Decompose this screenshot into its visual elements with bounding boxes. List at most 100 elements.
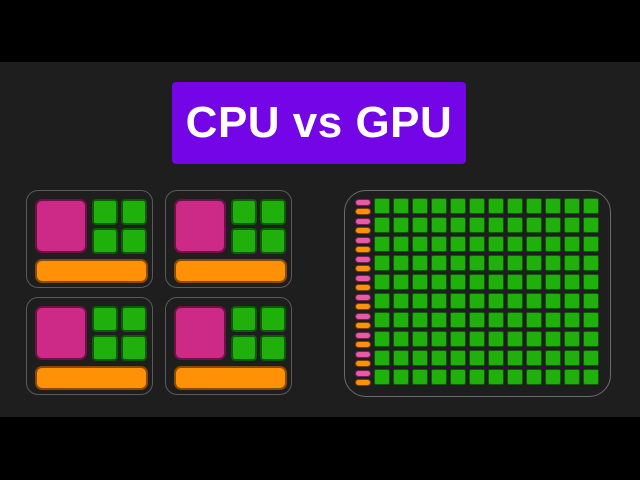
gpu-alu [469,331,485,347]
cpu-control-unit [35,306,87,360]
gpu-alu [488,312,504,328]
gpu-control-unit [355,313,371,320]
gpu-alu [393,274,409,290]
cpu-core [26,190,153,288]
gpu-alu [374,312,390,328]
gpu-alu [412,198,428,214]
gpu-alu [564,198,580,214]
cpu-control-unit [35,199,87,253]
gpu-alu [450,293,466,309]
cpu-alu [92,199,118,225]
gpu-control-unit [355,294,371,301]
gpu-alu [431,312,447,328]
cpu-alu [92,306,118,332]
gpu-alu [564,217,580,233]
gpu-alu [545,350,561,366]
gpu-alu [374,350,390,366]
gpu-cache [355,303,371,310]
gpu-alu [564,331,580,347]
gpu-alu [583,236,599,252]
cpu-cache [35,366,148,390]
gpu-control-unit [355,199,371,206]
gpu-alu [583,331,599,347]
gpu-alu [450,217,466,233]
gpu-alu [488,217,504,233]
gpu-cache [355,322,371,329]
cpu-alu [231,199,257,225]
gpu-alu [431,293,447,309]
gpu-alu [374,236,390,252]
gpu-alu [393,236,409,252]
cpu-control-unit [174,306,226,360]
gpu-cache [355,208,371,215]
gpu-alu [564,274,580,290]
gpu-alu [469,369,485,385]
gpu-alu [564,293,580,309]
gpu-alu [526,369,542,385]
gpu-alu [450,350,466,366]
gpu-alu [469,312,485,328]
gpu-alu [412,236,428,252]
gpu-alu [488,255,504,271]
gpu-alu [545,293,561,309]
gpu-alu [507,236,523,252]
gpu-alu [374,369,390,385]
gpu-alu [526,293,542,309]
cpu-alu [260,199,286,225]
gpu-alu [412,331,428,347]
gpu-alu [450,369,466,385]
gpu-alu [393,331,409,347]
gpu-alu [393,350,409,366]
gpu-alu [583,312,599,328]
gpu-alu [488,198,504,214]
gpu-alu [431,236,447,252]
gpu-alu [583,217,599,233]
gpu-alu [583,369,599,385]
gpu-control-unit [355,332,371,339]
gpu-alu [431,255,447,271]
cpu-alu [231,228,257,254]
gpu-alu [507,293,523,309]
gpu-alu [431,331,447,347]
gpu-alu [431,217,447,233]
gpu-alu [412,255,428,271]
gpu-alu [412,274,428,290]
gpu-alu [526,274,542,290]
gpu-alu [393,217,409,233]
gpu-cache [355,227,371,234]
gpu-alu [507,331,523,347]
gpu-alu [412,217,428,233]
gpu-control-unit [355,351,371,358]
gpu-alu [564,369,580,385]
gpu-alu [526,331,542,347]
gpu-alu [469,274,485,290]
cpu-cache [174,366,287,390]
gpu-alu [545,217,561,233]
gpu-alu [545,274,561,290]
gpu-cache [355,379,371,386]
gpu-alu [450,331,466,347]
gpu-alu [488,293,504,309]
gpu-alu [450,274,466,290]
gpu-alu [507,312,523,328]
gpu-alu [450,236,466,252]
diagram-title: CPU vs GPU [172,82,466,164]
gpu-alu [374,198,390,214]
gpu-alu [488,350,504,366]
gpu-control-unit [355,370,371,377]
gpu-alu [526,255,542,271]
gpu-alu [431,198,447,214]
gpu-alu [374,293,390,309]
gpu-alu [488,369,504,385]
gpu-cache [355,284,371,291]
gpu-alu [412,293,428,309]
cpu-alu [121,335,147,361]
gpu-alu [431,274,447,290]
cpu-alu [260,228,286,254]
gpu-alu [507,274,523,290]
cpu-alu [231,335,257,361]
gpu-alu [545,255,561,271]
gpu-alu [469,217,485,233]
cpu-core [165,190,292,288]
cpu-alu [92,228,118,254]
